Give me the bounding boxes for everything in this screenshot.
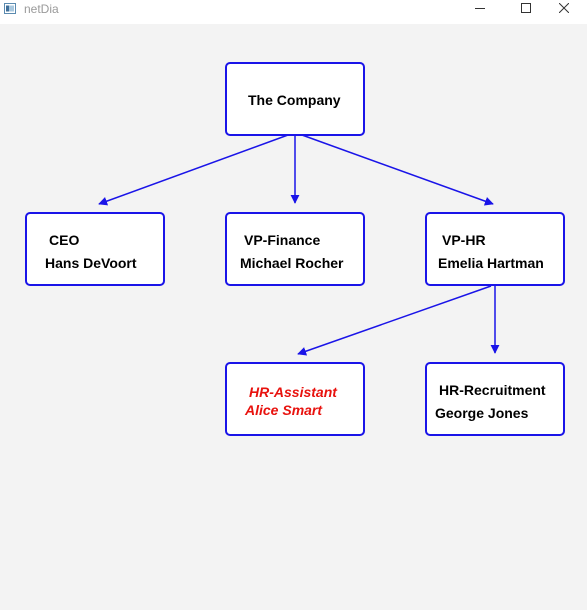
node-person-label: Alice Smart <box>245 402 323 418</box>
node-person-label: Emelia Hartman <box>438 255 544 271</box>
node-vp-hr[interactable]: VP-HR Emelia Hartman <box>425 212 565 286</box>
minimize-button[interactable] <box>457 0 503 16</box>
node-ceo[interactable]: CEO Hans DeVoort <box>25 212 165 286</box>
title-bar: netDia <box>0 0 587 24</box>
maximize-button[interactable] <box>503 0 549 16</box>
node-role-label: CEO <box>49 232 80 248</box>
node-hr-assistant[interactable]: HR-Assistant Alice Smart <box>225 362 365 436</box>
node-label-line1: The Company <box>248 92 341 108</box>
node-hr-recruitment[interactable]: HR-Recruitment George Jones <box>425 362 565 436</box>
maximize-icon <box>521 3 531 13</box>
node-role-label: HR-Recruitment <box>439 382 546 398</box>
node-role-label: VP-HR <box>442 232 486 248</box>
node-vp-finance[interactable]: VP-Finance Michael Rocher <box>225 212 365 286</box>
window-title: netDia <box>24 2 59 16</box>
close-button[interactable] <box>541 0 587 16</box>
window-icon <box>4 3 16 14</box>
node-person-label: Michael Rocher <box>240 255 344 271</box>
node-the-company[interactable]: The Company <box>225 62 365 136</box>
node-person-label: Hans DeVoort <box>45 255 137 271</box>
close-icon <box>559 3 569 13</box>
node-role-label: HR-Assistant <box>249 384 337 400</box>
minimize-icon <box>475 8 485 9</box>
node-person-label: George Jones <box>435 405 529 421</box>
node-role-label: VP-Finance <box>244 232 321 248</box>
